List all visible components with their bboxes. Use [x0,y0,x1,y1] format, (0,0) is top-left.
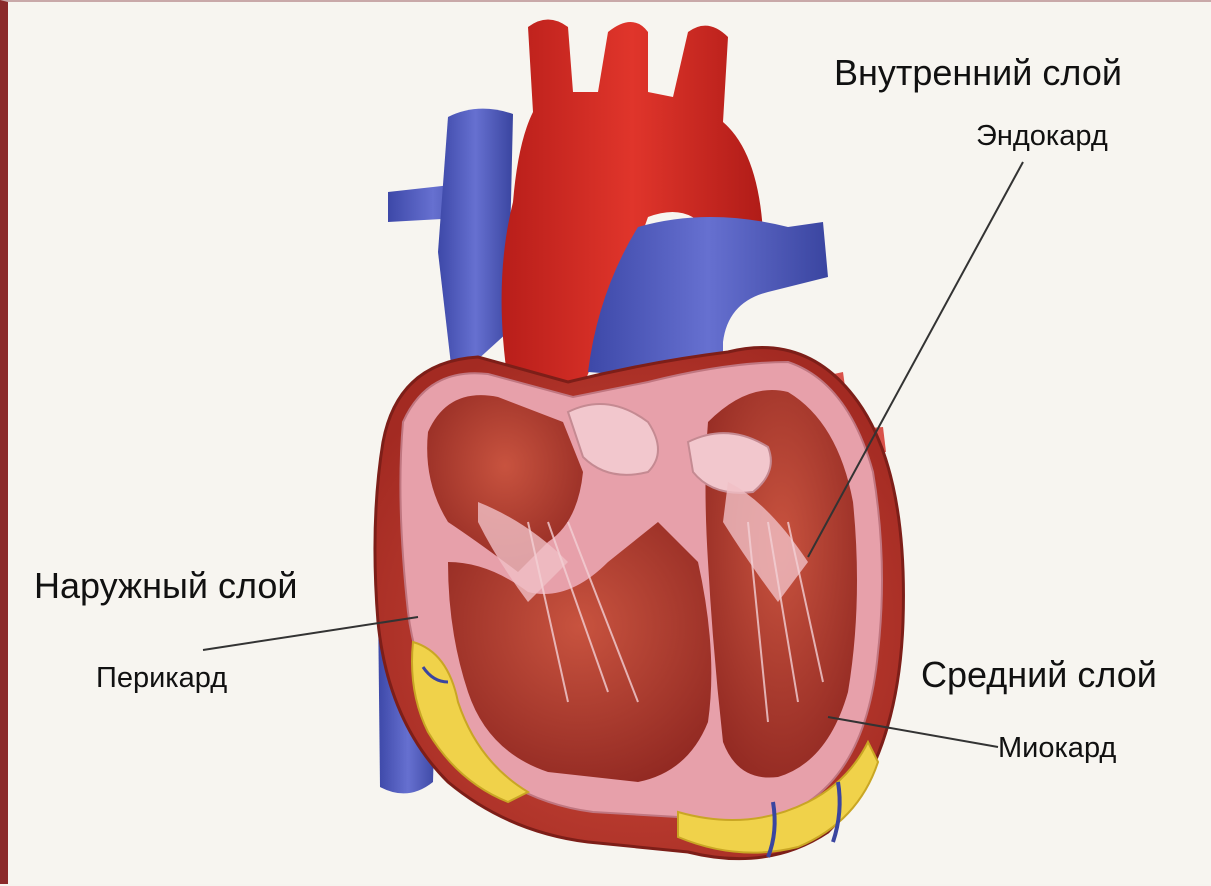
endocardium-leader-line [808,162,1023,557]
label-myocardium: Миокард [998,732,1116,765]
label-outer-layer: Наружный слой [34,565,298,607]
label-inner-layer: Внутренний слой [834,52,1122,94]
label-endocardium: Эндокард [976,120,1108,153]
label-pericardium: Перикард [96,662,227,695]
heart-body [375,348,904,859]
label-middle-layer: Средний слой [921,654,1157,696]
